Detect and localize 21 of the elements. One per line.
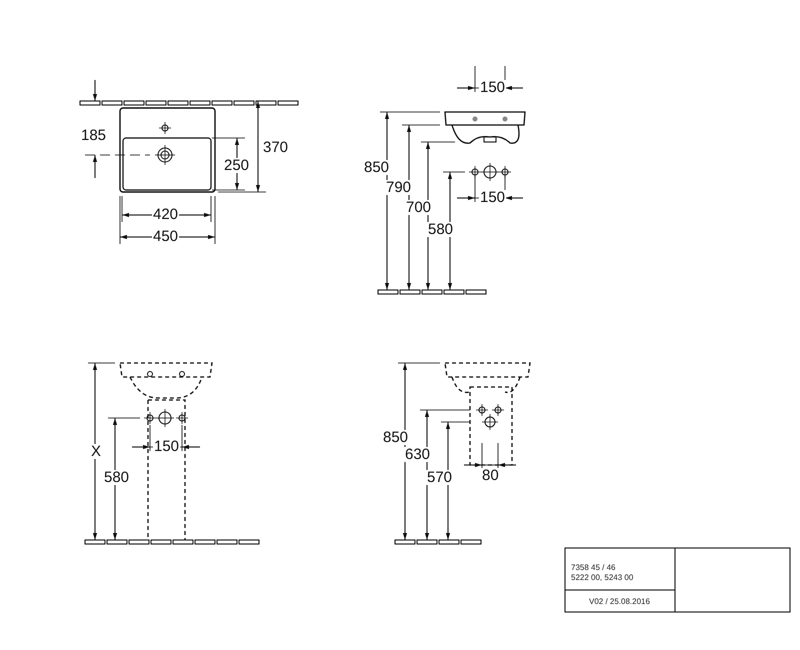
dimension-label: 570 [426,470,454,485]
dimension-label: 630 [404,447,432,462]
dimension-label: 250 [223,158,250,173]
dimension-label: 185 [80,128,108,143]
dimension-label: 150 [153,439,180,454]
article-number-text: 7358 45 / 46 [570,563,616,572]
dimension-label: 420 [152,207,180,222]
dimension-label: 450 [152,229,180,244]
dimension-label: 370 [262,140,290,155]
dimension-label: 80 [481,468,500,483]
article-number-text: 5222 00, 5243 00 [570,573,634,582]
dimension-label: 850 [363,160,390,175]
dimension-label: 150 [479,190,506,205]
dimension-label: 700 [405,200,432,215]
dimension-label: 150 [479,80,506,95]
dimension-label: 580 [103,470,130,485]
dimension-label: 790 [385,180,412,195]
dimension-label: 850 [382,430,410,445]
dimension-label: 580 [427,222,454,237]
dimension-label: X [90,444,102,459]
version-date-text: V02 / 25.08.2016 [588,597,651,606]
